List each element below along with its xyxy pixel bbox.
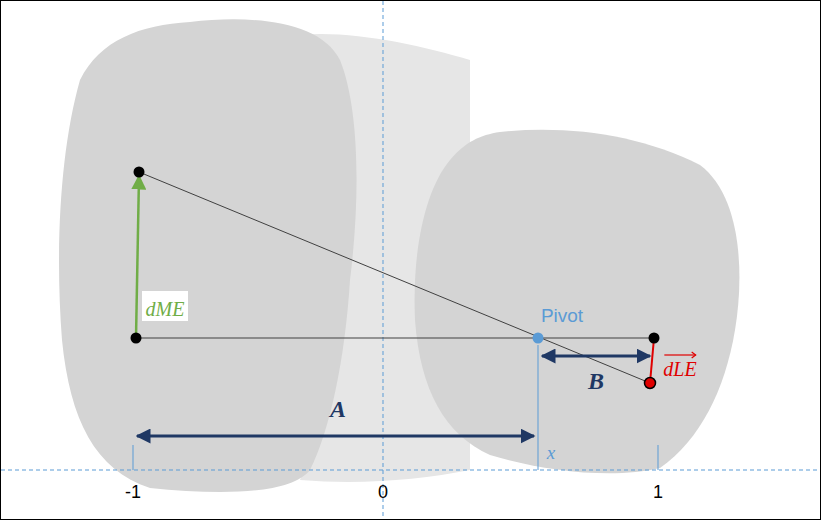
tick <box>538 345 539 470</box>
dme-vector <box>136 176 139 338</box>
tick-label: 0 <box>376 483 390 503</box>
dimension-label: A <box>328 396 348 422</box>
vector-overbar <box>664 354 695 355</box>
point <box>134 167 145 178</box>
tick-label: -1 <box>123 483 143 503</box>
pivot-point <box>533 333 544 344</box>
vector-label: dLE <box>659 351 700 381</box>
vector-overbar-head <box>692 352 696 358</box>
vector-label: dME <box>142 291 189 321</box>
dimension-label: B <box>586 368 606 394</box>
pivot-label: Pivot <box>539 306 585 327</box>
axis-label: x <box>545 443 557 464</box>
tick-label: 1 <box>651 483 665 503</box>
dimension-a <box>137 435 534 438</box>
point <box>649 333 660 344</box>
tick <box>133 445 134 470</box>
tick <box>658 445 659 470</box>
point <box>645 378 656 389</box>
reference-line <box>136 338 654 339</box>
vertical-axis <box>383 1 384 519</box>
dimension-b <box>542 355 650 358</box>
medial-condyle <box>59 19 357 492</box>
rotation-line <box>139 172 650 383</box>
horizontal-axis <box>1 470 820 471</box>
dle-vector <box>650 338 654 383</box>
point <box>131 333 142 344</box>
lateral-condyle <box>415 130 740 473</box>
